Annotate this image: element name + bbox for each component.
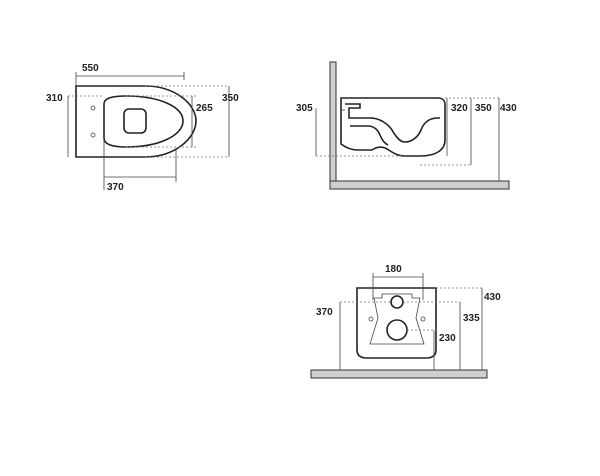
side-view-outlet (350, 125, 389, 146)
top-view-bowl-outline (75, 85, 197, 158)
side-view-bowl-outline (340, 97, 446, 157)
rear-view-fixing-hole-left (368, 316, 374, 322)
dim-label-370: 370 (107, 182, 124, 193)
dim-label-230: 230 (439, 333, 456, 344)
dim-label-550: 550 (82, 63, 99, 74)
dim-label-350: 350 (222, 93, 239, 104)
dim-label-350-side: 350 (475, 103, 492, 114)
top-view-fixing-hole-upper (90, 105, 96, 111)
dim-label-320: 320 (451, 103, 468, 114)
dim-label-430-side: 430 (500, 103, 517, 114)
side-view-floor (329, 180, 510, 190)
dim-label-430-rear: 430 (484, 292, 501, 303)
rear-view-body-outline (356, 287, 437, 359)
rear-view-outlet-hole (386, 319, 408, 341)
side-view-wall (329, 61, 337, 190)
dim-label-335: 335 (463, 313, 480, 324)
rear-view-fixing-hole-right (420, 316, 426, 322)
rear-view-carrier-plate (369, 293, 425, 345)
dim-label-305: 305 (296, 103, 313, 114)
dim-label-180: 180 (385, 264, 402, 275)
top-view-seat-opening (103, 95, 184, 148)
rear-view-inlet-hole (390, 295, 404, 309)
rear-view-floor (310, 369, 488, 379)
top-view-fixing-hole-lower (90, 132, 96, 138)
side-view-trap (345, 103, 440, 143)
dim-label-265: 265 (196, 103, 213, 114)
top-view-rim-square (123, 108, 147, 134)
dim-label-370-rear: 370 (316, 307, 333, 318)
side-view: 305 320 350 430 (296, 61, 517, 190)
top-view: 550 310 350 265 370 (46, 63, 239, 193)
dim-label-310: 310 (46, 93, 63, 104)
rear-view: 180 370 430 335 230 (310, 264, 501, 379)
